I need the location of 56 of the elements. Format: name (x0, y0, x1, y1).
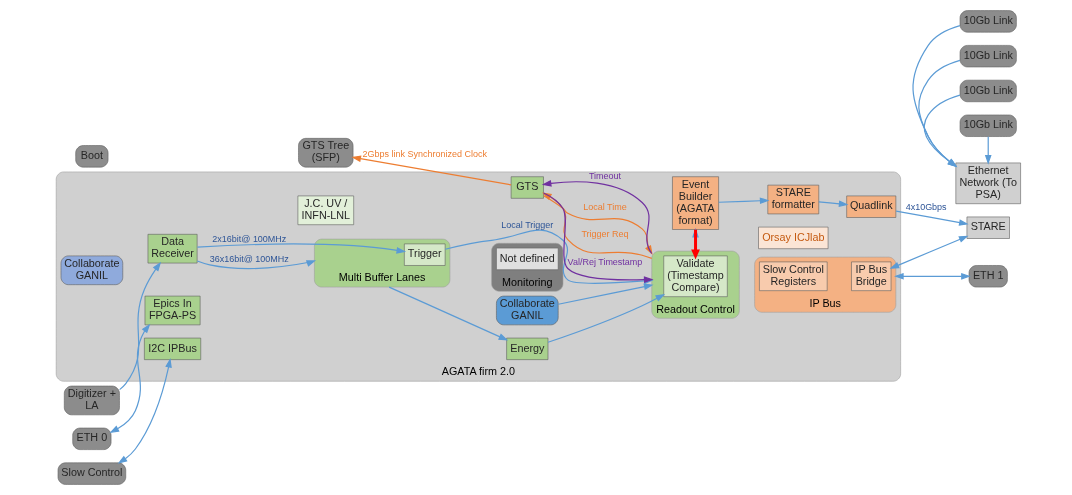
arrow (117, 358, 172, 464)
node-box: ETH 1 (968, 265, 1008, 288)
edge-label: Trigger Req (581, 228, 629, 239)
node-box: Orsay ICJlab (758, 226, 829, 249)
arrow (718, 197, 770, 205)
node-box: 10Gb Link (959, 79, 1017, 103)
arrow (557, 283, 654, 305)
edge-label: 36x16bit@ 100MHz (209, 253, 289, 264)
arrow (196, 243, 407, 254)
node-box: GTS Tree (SFP) (298, 138, 354, 168)
arrow (894, 272, 971, 280)
node-box: IP Bus Bridge (851, 261, 892, 291)
node-box: STARE formatter (767, 184, 820, 215)
node-box: Energy (506, 337, 549, 360)
arrow (196, 260, 317, 270)
node-box: Not defined (496, 247, 559, 270)
node-box: Slow Control (57, 462, 127, 485)
edge-label: Val/Rej Timestamp (567, 257, 643, 268)
arrow (918, 59, 961, 168)
node-box: ETH 0 (72, 427, 112, 450)
edge-label: Timeout (588, 171, 622, 182)
edge-label: 2Gbps link Synchronized Clock (362, 148, 487, 159)
node-box: GTS (510, 176, 544, 199)
node-box: Collaborate GANIL (496, 295, 559, 326)
edge-label: 2x16bit@ 100MHz (212, 233, 287, 244)
node-box: 10Gb Link (959, 45, 1017, 68)
node-box: Digitizer + LA (64, 385, 120, 416)
edge-label: Local Trigger (501, 219, 554, 230)
arrow (984, 136, 992, 165)
node-box: Event Builder (AGATA format) (672, 176, 719, 230)
node-box: I2C IPBus (144, 337, 202, 360)
node-box: Validate (Timestamp Compare) (663, 255, 728, 297)
node-box: J.C. UV / INFN-LNL (297, 195, 354, 225)
arrow (351, 155, 512, 186)
arrow (388, 286, 509, 341)
arrow (895, 210, 969, 226)
arrow (109, 323, 151, 434)
node-box: Trigger (404, 243, 446, 266)
arrow (818, 200, 849, 208)
edge-label: 4x10Gbps (905, 202, 947, 213)
node-box: STARE (966, 216, 1010, 239)
arrow (889, 235, 969, 269)
edge-label: Local Time (583, 202, 627, 213)
node-box: Ethernet Network (To PSA) (955, 162, 1021, 204)
node-box: 10Gb Link (959, 10, 1017, 33)
node-box: Boot (75, 145, 109, 168)
arrow (912, 24, 961, 168)
node-box: 10Gb Link (959, 114, 1017, 137)
node-box: Collaborate GANIL (60, 255, 124, 285)
node-box: Epics In FPGA-PS (144, 295, 201, 326)
node-box: Quadlink (846, 195, 897, 218)
arrow (923, 94, 961, 167)
arrow (119, 261, 162, 391)
node-box: Slow Control Registers (759, 261, 828, 291)
arrow (547, 293, 666, 343)
node-box: Data Receiver (147, 234, 198, 264)
